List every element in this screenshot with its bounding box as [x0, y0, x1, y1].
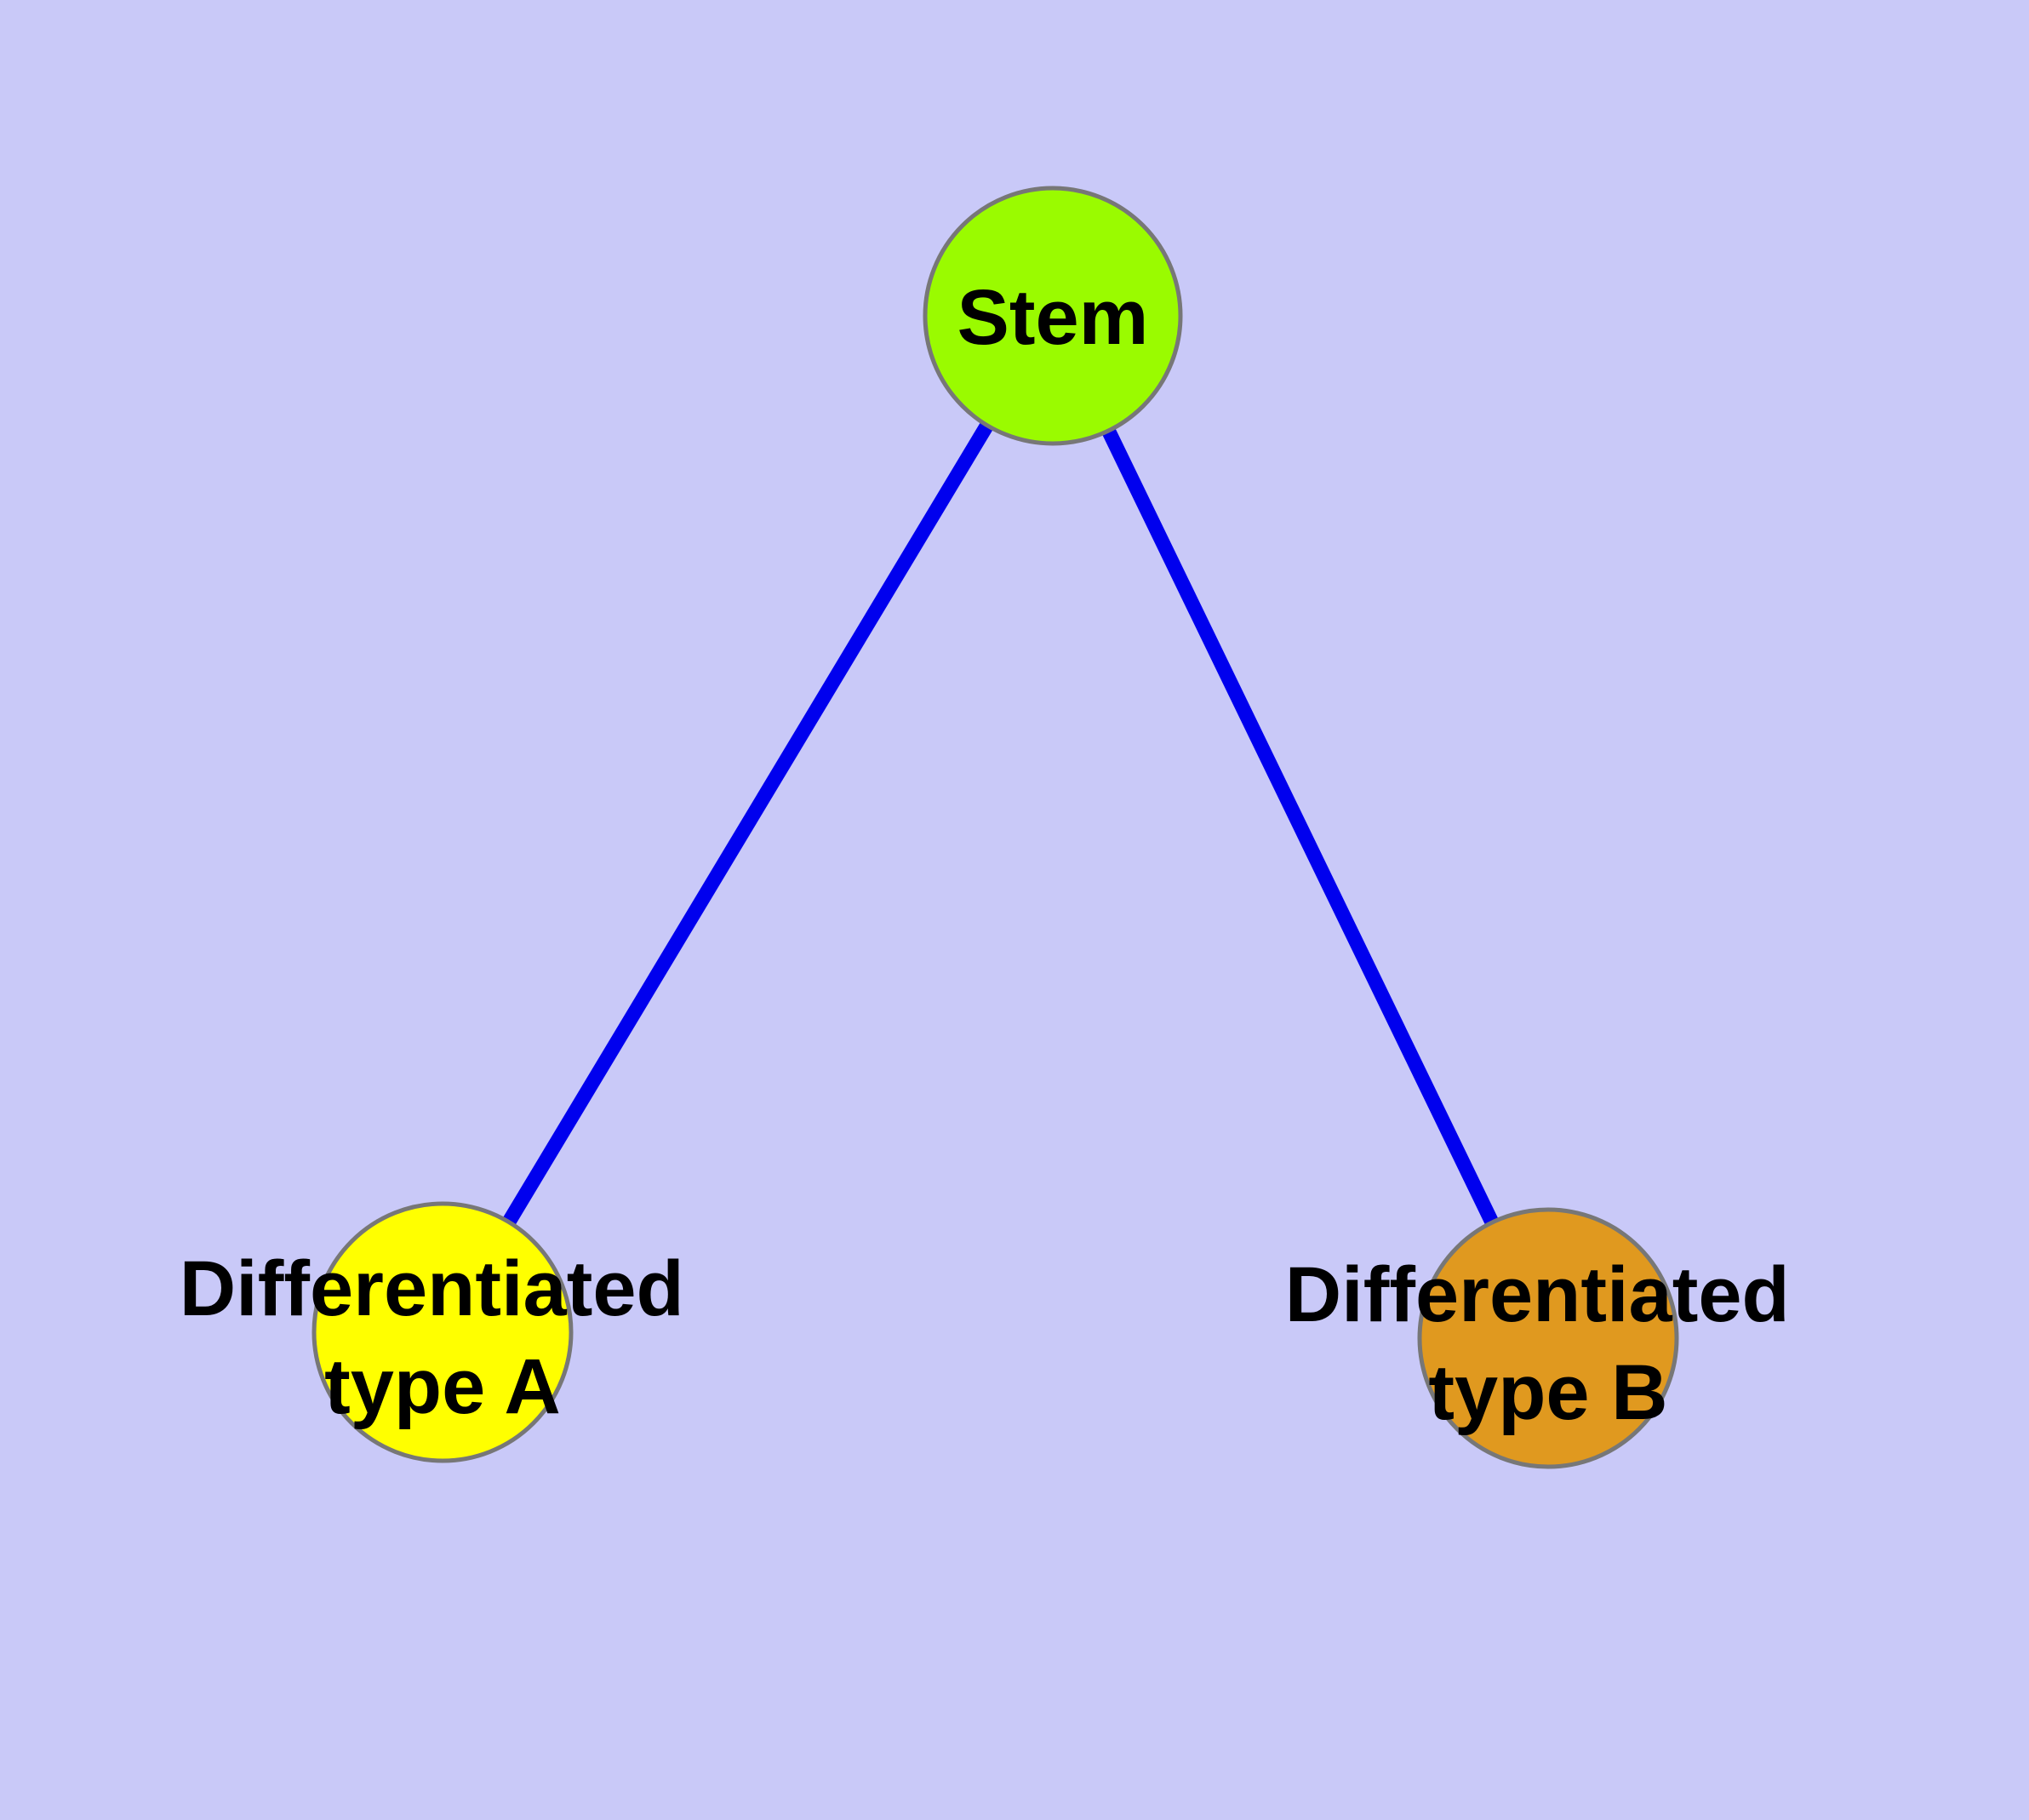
type-a-node-label: Differentiated type A	[180, 1245, 706, 1430]
type-b-label-line1: Differentiated	[1285, 1251, 1790, 1338]
stem-node	[923, 186, 1183, 446]
type-b-label-line2: type B	[1428, 1349, 1667, 1436]
type-a-node	[311, 1201, 574, 1463]
stem-node-label: Stem	[957, 274, 1149, 361]
type-a-label-line1: Differentiated	[180, 1245, 684, 1332]
type-b-node	[1417, 1207, 1679, 1469]
type-b-node-label: Differentiated type B	[1285, 1251, 1812, 1436]
edge-stem-to-type-b	[1046, 312, 1555, 1342]
type-a-label-line2: type A	[324, 1343, 561, 1430]
edge-stem-to-type-a	[436, 312, 1060, 1336]
